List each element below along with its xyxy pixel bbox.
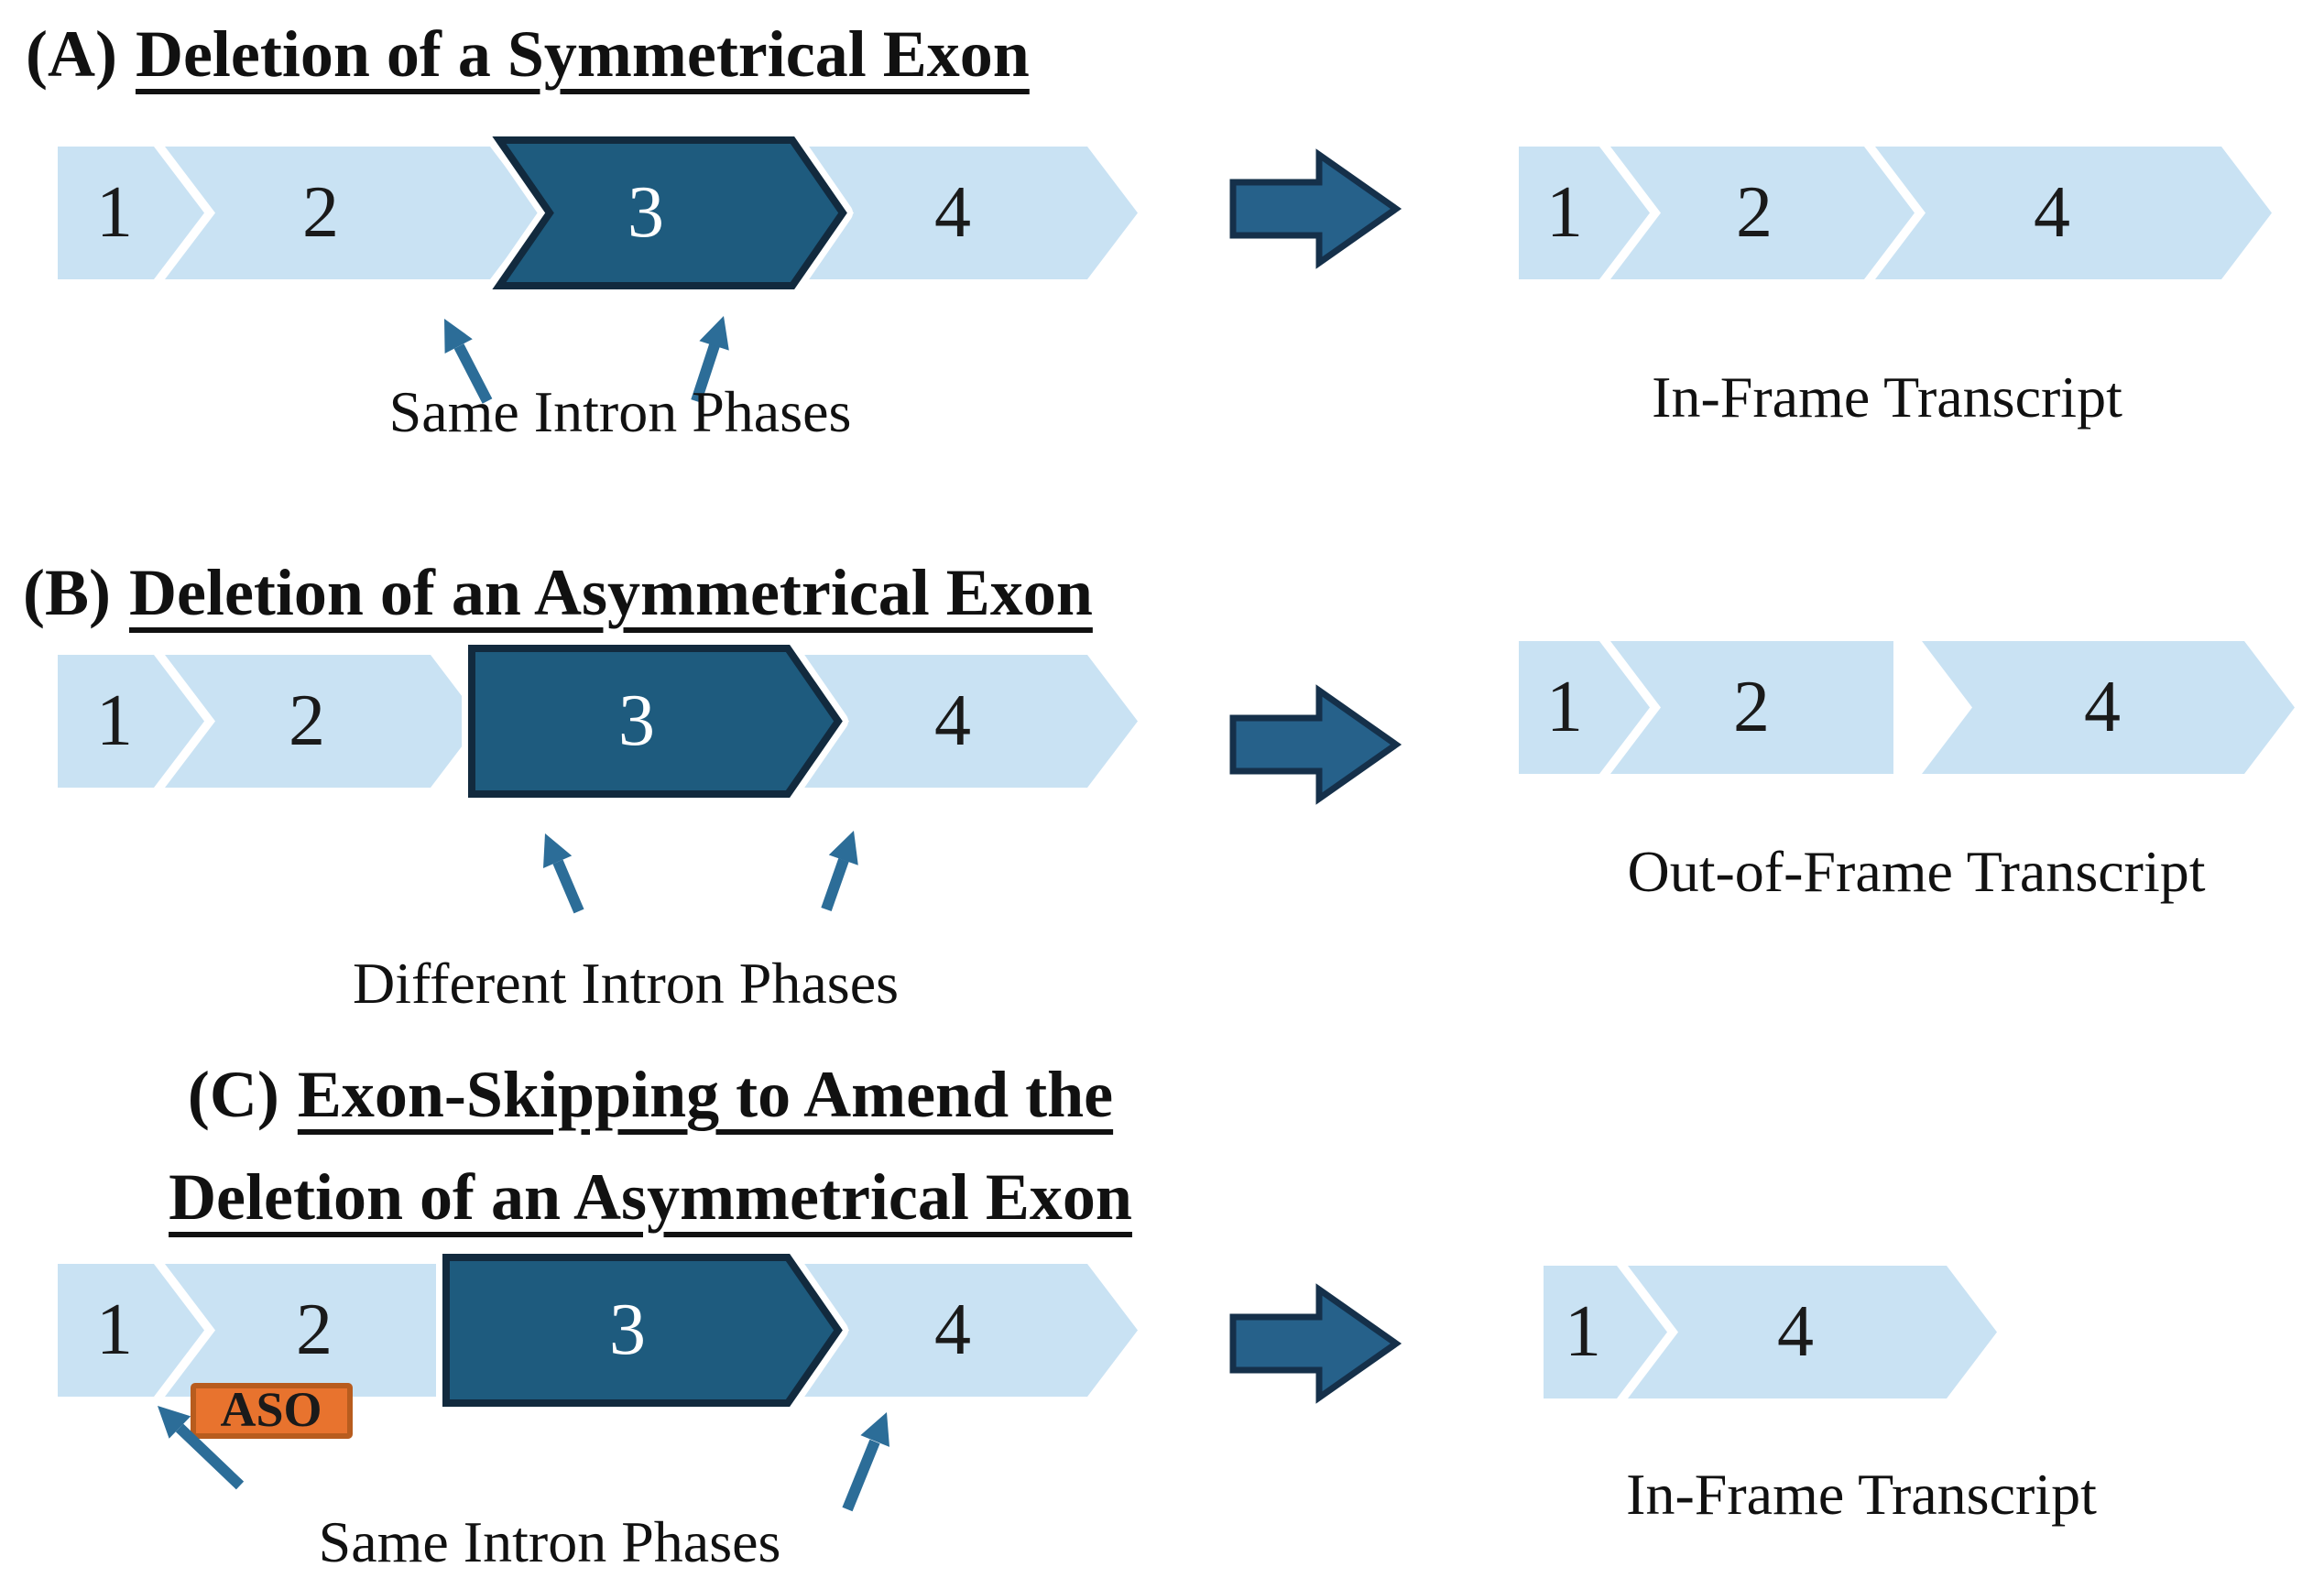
panel-c-annotation-arrows: ASO <box>158 1382 889 1512</box>
intron-phase-arrow-right <box>842 1439 880 1512</box>
panel-c-title-line2: Deletion of an Asymmetrical Exon <box>169 1159 1132 1234</box>
intron-phase-arrowhead-left <box>158 1406 191 1439</box>
panel-a-tag: (A) <box>26 17 117 91</box>
block-arrow-shape <box>1229 148 1402 269</box>
result-exon-4-label: 4 <box>2034 172 2070 253</box>
intron-phase-arrowhead-left <box>444 319 473 354</box>
result-exon-2-label: 2 <box>1733 667 1770 747</box>
panel-c-block-arrow <box>1229 1283 1402 1404</box>
panel-b-annotation-arrows <box>543 831 858 914</box>
result-exon-1-label: 1 <box>1546 172 1583 253</box>
exon-2-shape <box>165 655 481 788</box>
panel-b-block-arrow <box>1229 684 1402 805</box>
exon-4-shape <box>799 1264 1138 1397</box>
intron-phase-arrowhead-right <box>699 316 729 351</box>
panel-b-result-label: Out-of-Frame Transcript <box>1627 839 2206 904</box>
panel-c-title: (C)Exon-Skipping to Amend the Deletion o… <box>55 1044 1246 1248</box>
exon-2-label: 2 <box>296 1290 333 1370</box>
result-exon-4-shape <box>1922 641 2295 774</box>
intron-phase-arrowhead-right <box>828 831 858 865</box>
panel-b-title-text: Deletion of an Asymmetrical Exon <box>128 556 1093 629</box>
exon-3-shape <box>468 645 843 798</box>
intron-phase-arrow-left <box>453 343 493 404</box>
panel-a-result-band: 1 2 4 <box>1519 147 2272 279</box>
exon-1-label: 1 <box>96 680 133 761</box>
exon-4-label: 4 <box>934 1290 971 1370</box>
aso-box <box>191 1383 353 1439</box>
block-arrow-shape <box>1229 1283 1402 1404</box>
panel-c-title-line1: Exon-Skipping to Amend the <box>297 1058 1114 1131</box>
panel-a-gene-band: 1 2 3 4 <box>58 130 1138 296</box>
panel-a-result-label: In-Frame Transcript <box>1652 365 2122 430</box>
panel-b-title: (B)Deletion of an Asymmetrical Exon <box>23 556 1093 629</box>
result-exon-1-shape <box>1519 147 1650 279</box>
panel-b-annotation-label: Different Intron Phases <box>353 951 899 1016</box>
aso-label: ASO <box>220 1382 322 1437</box>
panel-a-title: (A)Deletion of a Symmetrical Exon <box>26 17 1030 91</box>
result-exon-4-label: 4 <box>2084 667 2121 747</box>
exon-2-shape <box>165 1264 490 1397</box>
panel-b-tag: (B) <box>23 556 111 629</box>
panel-c-gene-band: 1 2 3 4 <box>58 1247 1138 1413</box>
intron-phase-arrow-left <box>175 1423 245 1490</box>
result-exon-1-shape <box>1519 641 1650 774</box>
exon-1-shape <box>58 1264 204 1397</box>
exon-1-label: 1 <box>96 172 133 253</box>
panel-c-result-band: 1 4 <box>1544 1266 1997 1398</box>
panel-c-result-label: In-Frame Transcript <box>1626 1462 2097 1527</box>
exon-1-shape <box>58 655 204 788</box>
panel-a-annotation-arrows <box>444 316 729 404</box>
result-exon-4-shape <box>1875 147 2272 279</box>
result-exon-4-label: 4 <box>1777 1291 1814 1372</box>
exon-3-label: 3 <box>627 172 664 253</box>
exon-3-label: 3 <box>618 680 655 761</box>
exon-1-label: 1 <box>96 1290 133 1370</box>
intron-phase-arrow-right <box>691 343 720 403</box>
exon-2-shape <box>165 147 540 279</box>
exon-3-shape <box>492 136 847 289</box>
panel-a-block-arrow <box>1229 148 1402 269</box>
exon-3-shape <box>442 1254 843 1407</box>
intron-phase-arrow-left <box>552 859 584 914</box>
intron-phase-arrowhead-left <box>543 833 573 868</box>
result-exon-4-shape <box>1628 1266 1997 1398</box>
exon-4-shape <box>803 147 1138 279</box>
result-exon-2-label: 2 <box>1736 172 1773 253</box>
intron-phase-arrowhead-right <box>860 1412 889 1447</box>
panel-a-title-text: Deletion of a Symmetrical Exon <box>135 17 1030 91</box>
result-exon-2-shape <box>1610 147 1915 279</box>
exon-4-shape <box>799 655 1138 788</box>
panel-c-tag: (C) <box>187 1058 279 1131</box>
panel-a-annotation-label: Same Intron Phases <box>388 379 852 444</box>
exon-4-label: 4 <box>934 172 971 253</box>
exon-2-label: 2 <box>289 680 325 761</box>
exon-1-shape <box>58 147 204 279</box>
intron-phase-arrow-right <box>821 858 849 911</box>
exon-3-label: 3 <box>609 1290 646 1370</box>
result-exon-1-label: 1 <box>1565 1291 1601 1372</box>
panel-b-result-band: 1 2 4 <box>1519 641 2295 774</box>
result-exon-2-shape <box>1610 641 1893 774</box>
exon-4-label: 4 <box>934 680 971 761</box>
result-exon-1-shape <box>1544 1266 1667 1398</box>
panel-b-gene-band: 1 2 3 4 <box>58 638 1138 804</box>
block-arrow-shape <box>1229 684 1402 805</box>
exon-2-label: 2 <box>302 172 339 253</box>
result-exon-1-label: 1 <box>1546 667 1583 747</box>
panel-c-annotation-label: Same Intron Phases <box>318 1509 781 1574</box>
